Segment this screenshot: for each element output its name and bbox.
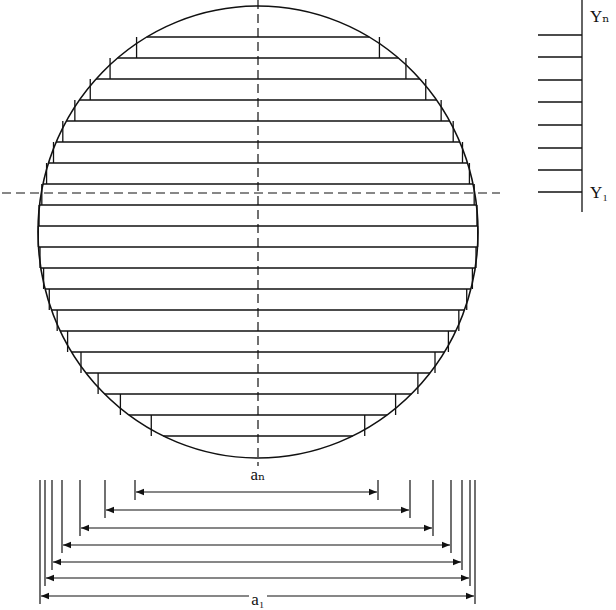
dimension-line bbox=[53, 561, 461, 562]
extension-line bbox=[409, 480, 410, 518]
extension-line bbox=[79, 480, 80, 536]
dimension-line bbox=[46, 577, 469, 578]
step-line bbox=[53, 142, 54, 163]
step-line bbox=[448, 331, 449, 352]
strip-height-label: Yₙ bbox=[588, 8, 612, 25]
width-dimensions bbox=[40, 480, 475, 604]
y-tick bbox=[538, 34, 582, 35]
step-line bbox=[57, 310, 58, 331]
horizontal-axis bbox=[2, 192, 500, 193]
dimension-line bbox=[106, 509, 409, 510]
extension-line bbox=[61, 480, 62, 553]
step-line bbox=[97, 373, 98, 394]
extension-line bbox=[104, 480, 105, 518]
y-scale-line bbox=[581, 0, 582, 212]
y-tick bbox=[538, 147, 582, 148]
extension-line bbox=[134, 480, 135, 500]
step-line bbox=[74, 100, 75, 121]
y-tick bbox=[538, 169, 582, 170]
dimension-line bbox=[81, 527, 432, 528]
step-line bbox=[405, 58, 406, 79]
extension-line bbox=[450, 480, 451, 553]
strip-height-label: Y₁ bbox=[588, 184, 610, 201]
step-line bbox=[90, 79, 91, 100]
step-line bbox=[462, 142, 463, 163]
width-label: aₙ bbox=[249, 466, 268, 483]
step-line bbox=[417, 373, 418, 394]
y-tick bbox=[538, 191, 582, 192]
step-line bbox=[151, 415, 152, 436]
y-tick bbox=[538, 124, 582, 125]
step-line bbox=[440, 100, 441, 121]
step-line bbox=[453, 121, 454, 142]
dimension-line bbox=[136, 491, 377, 492]
step-line bbox=[67, 331, 68, 352]
extension-line bbox=[44, 480, 45, 586]
step-line bbox=[395, 394, 396, 415]
step-line bbox=[379, 37, 380, 58]
step-line bbox=[109, 58, 110, 79]
extension-line bbox=[39, 480, 40, 604]
extension-line bbox=[461, 480, 462, 570]
step-line bbox=[458, 310, 459, 331]
extension-line bbox=[51, 480, 52, 570]
extension-line bbox=[377, 480, 378, 500]
step-line bbox=[80, 352, 81, 373]
width-label: a₁ bbox=[249, 591, 266, 608]
strip-lines bbox=[38, 37, 478, 436]
vertical-axis bbox=[257, 0, 258, 472]
step-line bbox=[434, 352, 435, 373]
extension-line bbox=[474, 480, 475, 604]
extension-line bbox=[432, 480, 433, 536]
step-line bbox=[136, 37, 137, 58]
y-tick bbox=[538, 56, 582, 57]
y-tick bbox=[538, 79, 582, 80]
step-line bbox=[425, 79, 426, 100]
y-ticks bbox=[538, 35, 582, 192]
step-line bbox=[364, 415, 365, 436]
dimension-line bbox=[63, 544, 450, 545]
step-line bbox=[62, 121, 63, 142]
step-line bbox=[120, 394, 121, 415]
y-tick bbox=[538, 101, 582, 102]
extension-line bbox=[469, 480, 470, 586]
